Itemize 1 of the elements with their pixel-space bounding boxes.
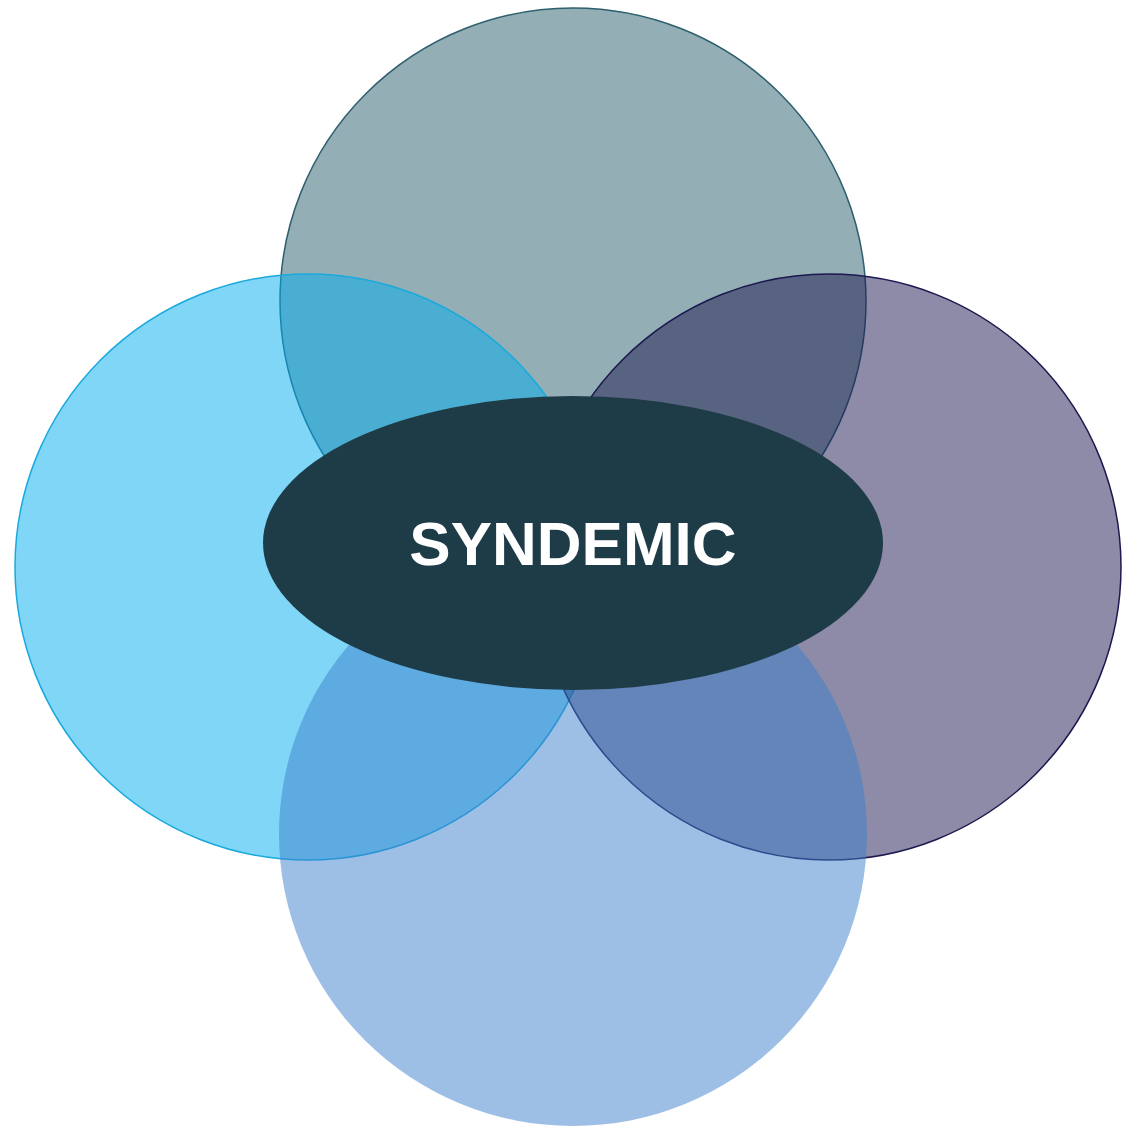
title-text: SYNDEMIC bbox=[409, 507, 737, 579]
